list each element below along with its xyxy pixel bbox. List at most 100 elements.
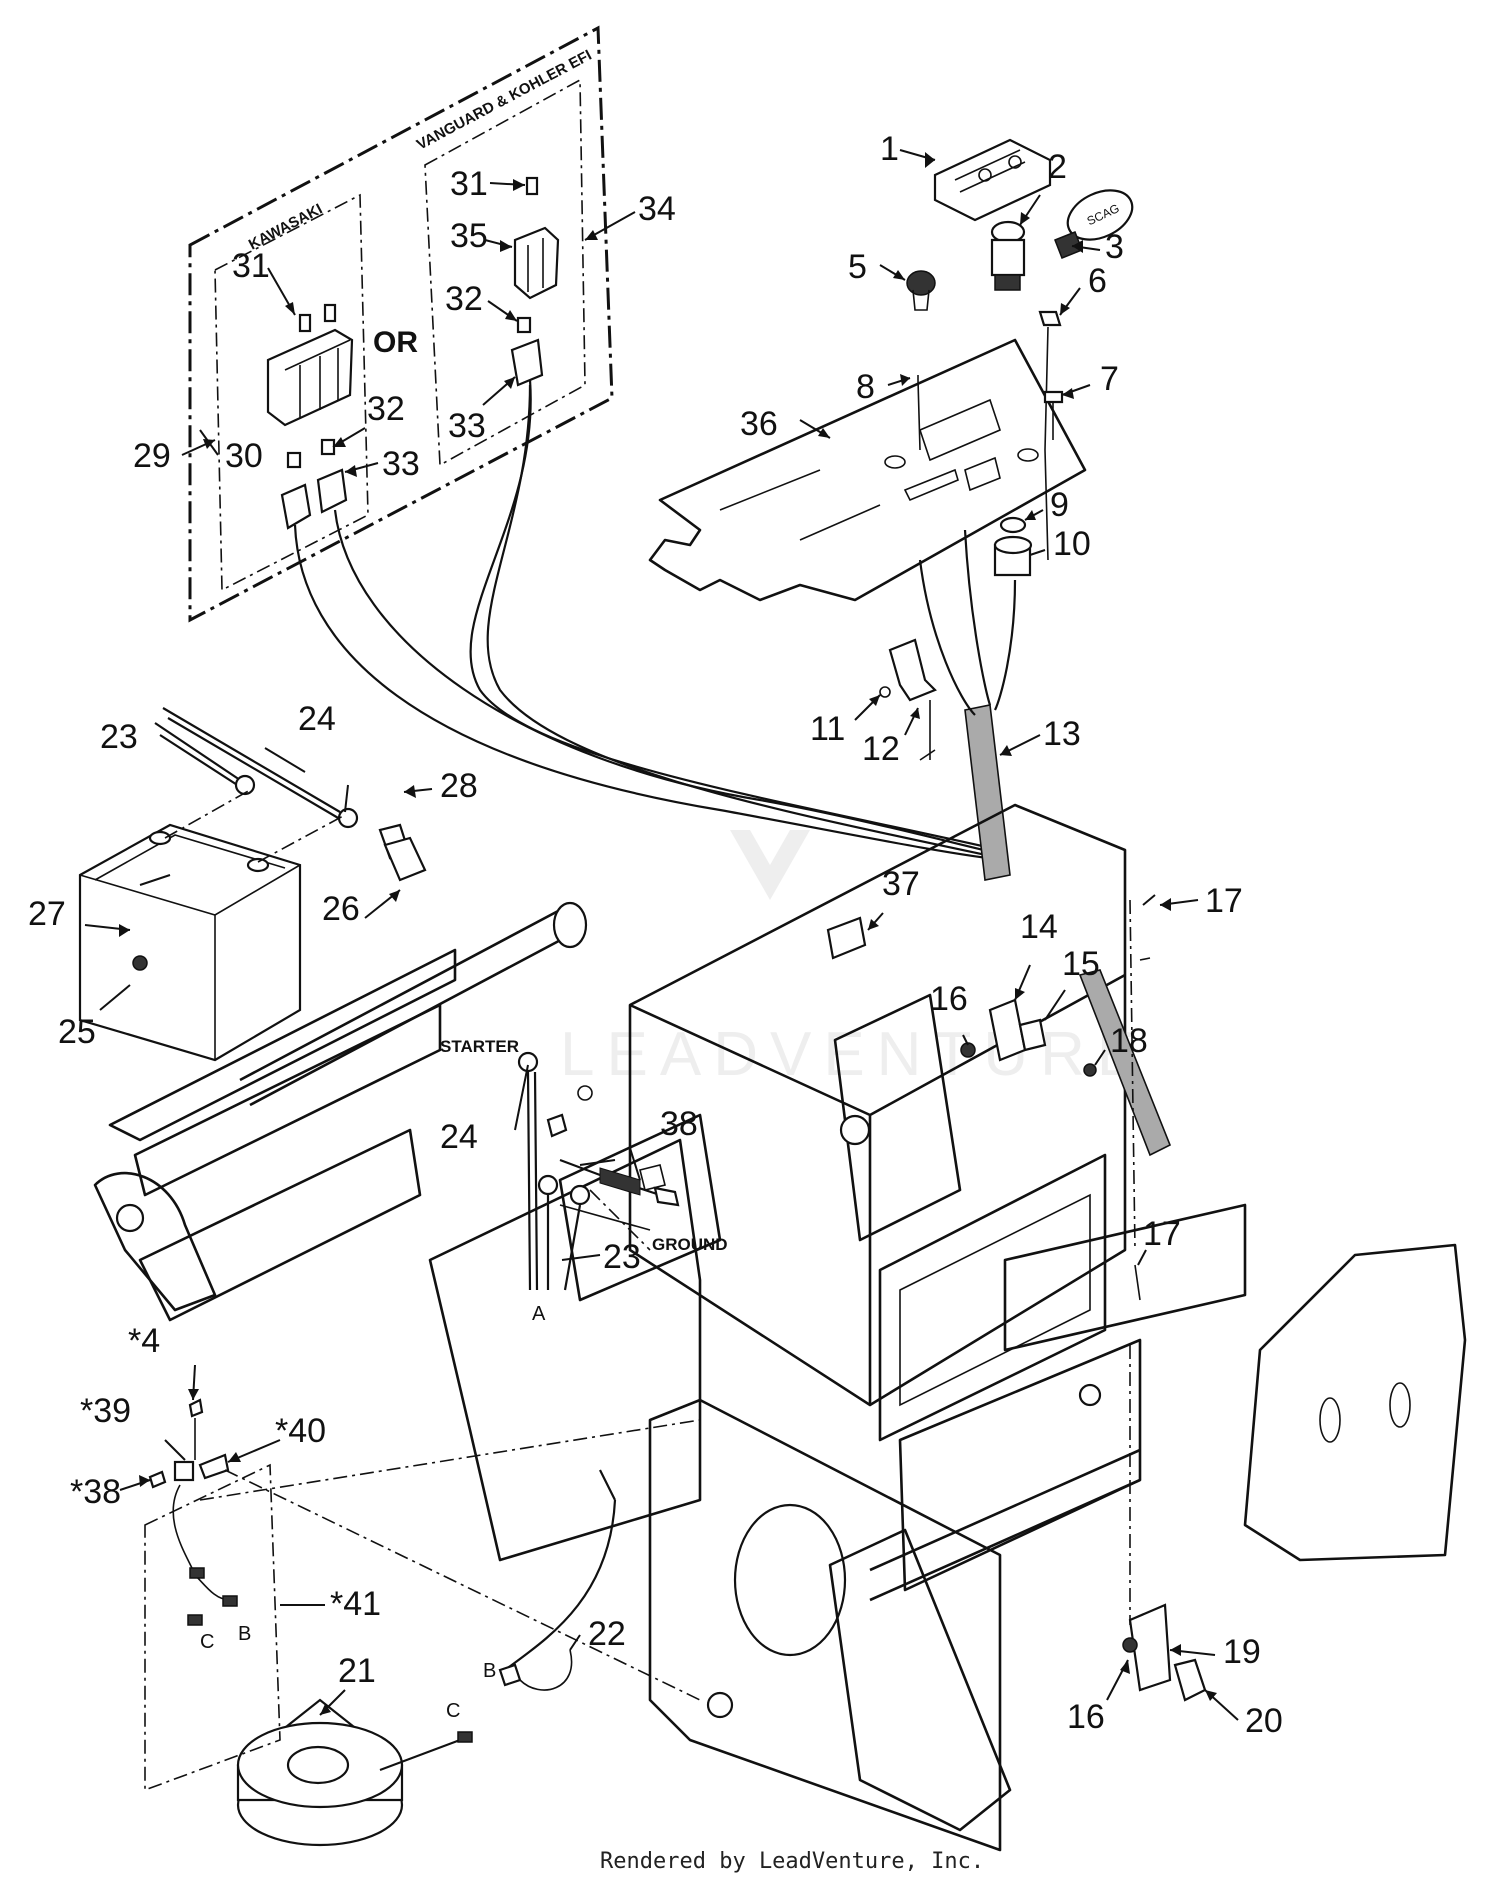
callout-29: 29 [133, 437, 171, 475]
vanguard-label: VANGUARD & KOHLER EFI [414, 47, 595, 154]
callout-32-kawasaki: 32 [367, 390, 405, 428]
callout-33-kawasaki: 33 [382, 445, 420, 483]
callout-36: 36 [740, 405, 778, 443]
callout-7: 7 [1100, 360, 1119, 398]
callout-leaders [84, 149, 1239, 1721]
callout-32-vanguard: 32 [445, 280, 483, 318]
letter-b-harness: B [483, 1660, 496, 1682]
callout-35: 35 [450, 217, 488, 255]
boot-26 [383, 836, 427, 882]
letter-c-sensor: C [200, 1631, 214, 1653]
callout-8: 8 [856, 368, 875, 406]
callout-9: 9 [1050, 486, 1069, 524]
callout-3: 3 [1105, 228, 1124, 266]
fuse-holder-options-group: KAWASAKI VANGUARD & KOHLER EFI OR [188, 25, 614, 623]
switch-15 [1018, 1018, 1047, 1052]
connector-33b-icon [510, 338, 544, 387]
callout-31-kawasaki: 31 [232, 247, 270, 285]
bolt-38-star [148, 1470, 167, 1489]
callout-20: 20 [1245, 1702, 1283, 1740]
fuse-32b-icon [516, 316, 532, 334]
callout-21: 21 [338, 1652, 376, 1690]
knob-5 [906, 270, 936, 311]
footer-credit: Rendered by LeadVenture, Inc. [600, 1849, 984, 1874]
washer-9 [999, 516, 1027, 534]
callout-22: 22 [588, 1615, 626, 1653]
callout-17-top: 17 [1205, 882, 1243, 920]
callout-2: 2 [1048, 148, 1067, 186]
callout-10: 10 [1053, 525, 1091, 563]
nut-6 [1038, 310, 1062, 327]
fuse-31a-2-icon [323, 303, 337, 323]
bolt-17-bottom [1134, 1264, 1141, 1301]
callout-19: 19 [1223, 1633, 1261, 1671]
letter-a: A [532, 1303, 546, 1325]
battery-vent-27 [132, 955, 148, 971]
callout-23-battery: 23 [100, 718, 138, 756]
callout-31-vanguard: 31 [450, 165, 488, 203]
bolt-4 [188, 1398, 204, 1418]
screw-8 [917, 375, 921, 451]
fuse-block-vanguard [510, 176, 560, 387]
bracket-40 [198, 1453, 230, 1480]
callout-23-ground: 23 [603, 1238, 641, 1276]
battery-cables [154, 707, 427, 882]
kawasaki-boundary [214, 193, 369, 592]
callout-16-bottom: 16 [1067, 1698, 1105, 1736]
ground-label: GROUND [652, 1235, 728, 1254]
cable-24-starter [526, 1071, 539, 1291]
callout-24-starter: 24 [440, 1118, 478, 1156]
callout-11: 11 [810, 710, 845, 748]
starter-cable-group [517, 1051, 680, 1291]
starter-label: STARTER [440, 1037, 519, 1056]
cable-24 [162, 707, 346, 823]
callout-5: 5 [848, 248, 867, 286]
callout-25: 25 [58, 1013, 96, 1051]
callout-numbers: 1 2 3 *4 5 6 7 8 9 10 11 12 13 14 15 16 … [28, 130, 1283, 1740]
bracket-11-12 [879, 638, 937, 761]
letter-b-sensor: B [238, 1623, 251, 1645]
bolt-17-top [1139, 957, 1151, 961]
cable-23-ground [546, 1195, 582, 1291]
fuse-wires [293, 379, 1006, 862]
vanguard-boundary [424, 78, 586, 467]
callout-30: 30 [225, 437, 263, 475]
callout-17-bottom: 17 [1143, 1215, 1181, 1253]
callout-38-star: *38 [70, 1473, 121, 1511]
battery-25 [78, 823, 302, 1062]
callout-38: 38 [660, 1105, 698, 1143]
watermark-logo-icon [730, 830, 810, 900]
nut-16-top [960, 1042, 976, 1058]
nut-16-bottom [1122, 1637, 1138, 1653]
callout-39: *39 [80, 1392, 131, 1430]
text-labels: STARTER GROUND A B C B C [200, 1037, 728, 1722]
pto-clutch-21 [236, 1698, 473, 1847]
mower-frame [93, 803, 1467, 1852]
callout-14: 14 [1020, 908, 1058, 946]
panel-hole-2 [1017, 448, 1039, 462]
callout-1: 1 [880, 130, 899, 168]
switch-2 [990, 220, 1026, 291]
connector-33a-2-icon [316, 468, 348, 514]
callout-12: 12 [862, 730, 900, 768]
callout-34: 34 [638, 190, 676, 228]
callout-37: 37 [882, 865, 920, 903]
switch-10 [993, 535, 1033, 577]
cable-23 [154, 722, 246, 791]
harness-13 [918, 529, 1017, 881]
connector-33a-1-icon [280, 483, 312, 530]
options-outer-boundary [188, 25, 614, 623]
panel-cutout-square [964, 456, 1001, 492]
harness-41-boundary [144, 1463, 281, 1792]
callout-28: 28 [440, 767, 478, 805]
callout-13: 13 [1043, 715, 1081, 753]
callout-4: *4 [128, 1322, 160, 1360]
fuse-31b-icon [525, 176, 539, 196]
harness-bundle-lower [1078, 969, 1172, 1157]
fuse-32a-1-icon [286, 451, 302, 469]
callout-16-top: 16 [930, 980, 968, 1018]
harness-38 [546, 1085, 680, 1207]
letter-c-clutch: C [446, 1700, 460, 1722]
